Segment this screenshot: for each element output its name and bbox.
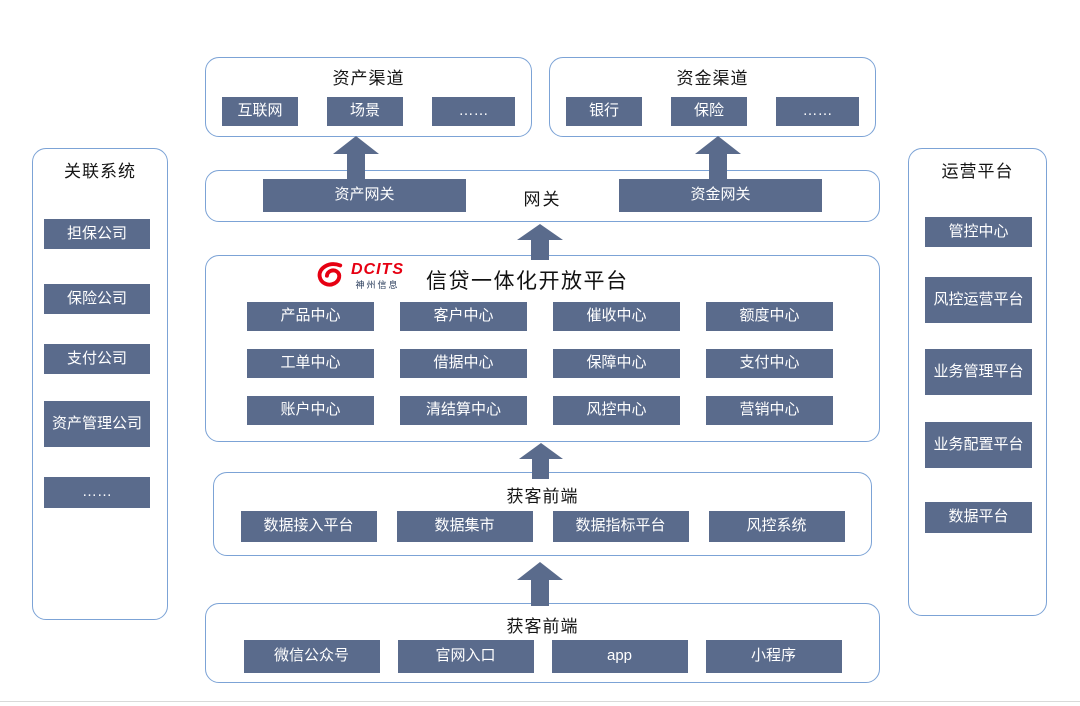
data-layer-title: 获客前端: [506, 487, 579, 506]
asset-channel-title: 资产渠道: [332, 69, 405, 88]
acquisition-item: app: [551, 640, 688, 673]
operations-item: 业务管理平台: [925, 349, 1032, 395]
fund-channel-item: ……: [776, 97, 859, 126]
operations-platform-panel: 运营平台 管控中心 风控运营平台 业务管理平台 业务配置平台 数据平台: [908, 148, 1047, 616]
related-systems-panel: 关联系统 担保公司 保险公司 支付公司 资产管理公司 ……: [32, 148, 168, 620]
center-chip: 催收中心: [553, 302, 680, 331]
operations-platform-title: 运营平台: [941, 162, 1014, 181]
fund-channel-item: 银行: [566, 97, 642, 126]
asset-channel-item: ……: [432, 97, 515, 126]
acquisition-title: 获客前端: [506, 617, 579, 636]
bottom-divider: [0, 701, 1080, 702]
acquisition-item: 小程序: [705, 640, 842, 673]
fund-channel-item: 保险: [671, 97, 747, 126]
dcits-brand-text: DCITS: [351, 261, 404, 278]
fund-channel-title: 资金渠道: [676, 69, 749, 88]
center-chip: 营销中心: [706, 396, 833, 425]
center-chip: 账户中心: [247, 396, 374, 425]
data-layer-panel: 获客前端 数据接入平台 数据集市 数据指标平台 风控系统: [213, 472, 872, 556]
related-system-item: ……: [44, 477, 150, 508]
acquisition-item: 官网入口: [397, 640, 534, 673]
data-layer-item: 数据指标平台: [552, 511, 689, 542]
operations-item: 管控中心: [925, 217, 1032, 247]
credit-platform-panel: DCITS 神州信息 信贷一体化开放平台 产品中心 客户中心 催收中心 额度中心…: [205, 255, 880, 442]
related-systems-title: 关联系统: [64, 162, 136, 181]
fund-channel-panel: 资金渠道 银行 保险 ……: [549, 57, 876, 137]
asset-channel-panel: 资产渠道 互联网 场景 ……: [205, 57, 532, 137]
center-chip: 支付中心: [706, 349, 833, 378]
data-layer-item: 风控系统: [708, 511, 845, 542]
acquisition-item: 微信公众号: [243, 640, 380, 673]
center-chip: 产品中心: [247, 302, 374, 331]
operations-item: 数据平台: [925, 502, 1032, 533]
platform-title: 信贷一体化开放平台: [426, 270, 629, 293]
center-chip: 客户中心: [400, 302, 527, 331]
gateway-title: 网关: [523, 190, 562, 209]
center-chip: 风控中心: [553, 396, 680, 425]
center-chip: 借据中心: [400, 349, 527, 378]
dcits-logo: DCITS 神州信息: [316, 262, 404, 295]
arrow-up-icon: [333, 136, 379, 185]
related-system-item: 保险公司: [44, 284, 150, 314]
data-layer-item: 数据接入平台: [240, 511, 377, 542]
arrow-up-icon: [695, 136, 741, 185]
asset-channel-item: 场景: [327, 97, 403, 126]
dcits-sub-text: 神州信息: [355, 280, 400, 290]
center-chip: 保障中心: [553, 349, 680, 378]
center-chip: 额度中心: [706, 302, 833, 331]
related-system-item: 担保公司: [44, 219, 150, 249]
dcits-swirl-icon: [316, 262, 346, 295]
related-system-item: 支付公司: [44, 344, 150, 374]
acquisition-panel: 获客前端 微信公众号 官网入口 app 小程序: [205, 603, 880, 683]
asset-channel-item: 互联网: [222, 97, 298, 126]
operations-item: 业务配置平台: [925, 422, 1032, 468]
data-layer-item: 数据集市: [396, 511, 533, 542]
gateway-panel: 资产网关 网关 资金网关: [205, 170, 880, 222]
related-system-item: 资产管理公司: [44, 401, 150, 447]
center-chip: 清结算中心: [400, 396, 527, 425]
center-chip: 工单中心: [247, 349, 374, 378]
fund-gateway-chip: 资金网关: [619, 179, 822, 212]
asset-gateway-chip: 资产网关: [263, 179, 466, 212]
arrow-up-icon: [519, 443, 563, 484]
arrow-up-icon: [517, 562, 563, 611]
arrow-up-icon: [517, 224, 563, 265]
operations-item: 风控运营平台: [925, 277, 1032, 323]
